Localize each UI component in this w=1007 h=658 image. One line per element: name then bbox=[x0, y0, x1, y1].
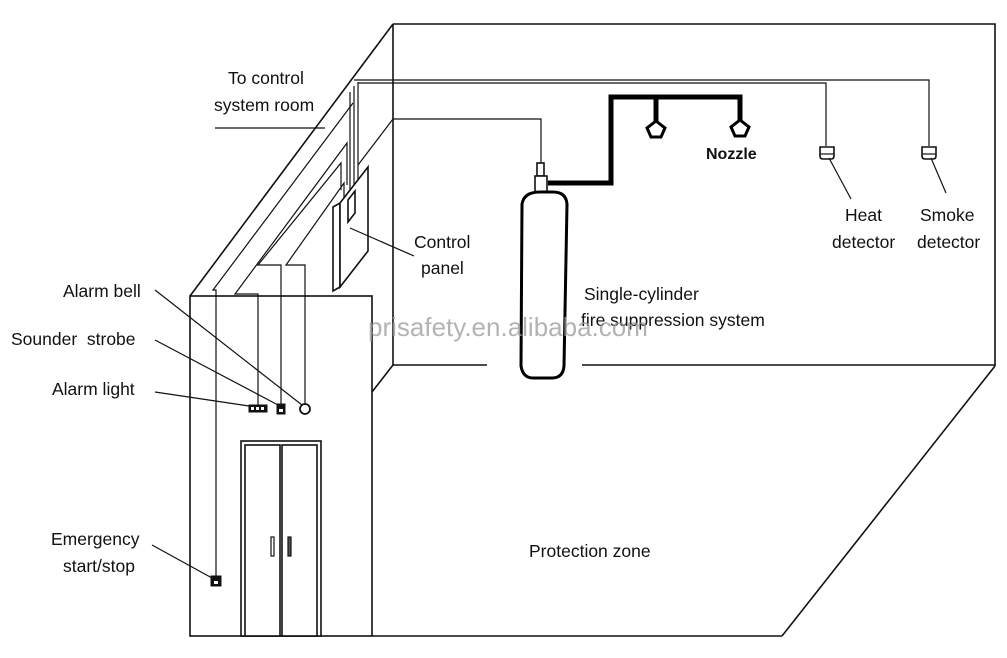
sounder-strobe-leader bbox=[154, 339, 279, 406]
floor-right-edge bbox=[781, 365, 996, 637]
wire-alarm-light bbox=[233, 141, 348, 405]
wiring bbox=[211, 79, 930, 580]
alarm-light-leader bbox=[154, 391, 250, 407]
heat-detector-icon[interactable] bbox=[819, 146, 835, 160]
label-emergency-1: Emergency bbox=[51, 529, 140, 549]
label-protection-zone: Protection zone bbox=[529, 541, 651, 561]
smoke-detector-leader bbox=[930, 157, 947, 194]
label-cylinder-1: Single-cylinder bbox=[584, 284, 699, 304]
labels: To control system room Control panel Ala… bbox=[11, 68, 980, 576]
pipe-network bbox=[548, 94, 743, 186]
wire-cylinder bbox=[393, 118, 542, 164]
back-wall-top-edge bbox=[393, 23, 996, 366]
label-control-panel-2: panel bbox=[421, 258, 464, 278]
floor-left-edge bbox=[371, 364, 394, 393]
label-to-control-1: To control bbox=[228, 68, 304, 88]
emergency-leader bbox=[151, 544, 213, 579]
alarm-light-icon[interactable] bbox=[248, 404, 268, 413]
label-cylinder-2: fire suppression system bbox=[581, 310, 765, 330]
label-to-control-2: system room bbox=[214, 95, 314, 115]
alarm-bell-leader bbox=[154, 289, 303, 406]
label-nozzle: Nozzle bbox=[706, 146, 757, 163]
label-heat-1: Heat bbox=[845, 205, 882, 225]
wire-smoke-detector bbox=[354, 79, 930, 146]
label-alarm-light: Alarm light bbox=[52, 379, 135, 399]
label-emergency-2: start/stop bbox=[63, 556, 135, 576]
heat-detector-leader bbox=[828, 157, 852, 200]
control-panel-icon[interactable] bbox=[332, 164, 369, 293]
alarm-bell-icon[interactable] bbox=[299, 403, 311, 415]
watermark: prisafety.en.alibaba.com bbox=[368, 312, 648, 342]
emergency-button-icon[interactable] bbox=[210, 575, 222, 587]
sounder-strobe-icon[interactable] bbox=[276, 403, 286, 415]
nozzle-icon[interactable] bbox=[729, 118, 751, 138]
label-heat-2: detector bbox=[832, 232, 895, 252]
label-smoke-1: Smoke bbox=[920, 205, 974, 225]
discharge-pipe bbox=[548, 94, 743, 186]
label-smoke-2: detector bbox=[917, 232, 980, 252]
wire-sounder bbox=[256, 161, 342, 405]
gas-cylinder-icon[interactable] bbox=[519, 162, 569, 380]
wire-heat-detector bbox=[358, 82, 827, 146]
ceiling-left-edge bbox=[189, 23, 394, 297]
control-panel-leader bbox=[349, 227, 415, 257]
label-control-panel-1: Control bbox=[414, 232, 470, 252]
smoke-detector-icon[interactable] bbox=[921, 146, 937, 160]
wire-bell bbox=[284, 181, 345, 405]
label-alarm-bell: Alarm bell bbox=[63, 281, 141, 301]
double-door-icon[interactable] bbox=[240, 440, 322, 637]
ceiling-inner-edge bbox=[357, 118, 394, 166]
wire-emergency bbox=[211, 102, 354, 580]
label-sounder-strobe: Sounder strobe bbox=[11, 329, 136, 349]
nozzle-icon[interactable] bbox=[645, 119, 667, 139]
